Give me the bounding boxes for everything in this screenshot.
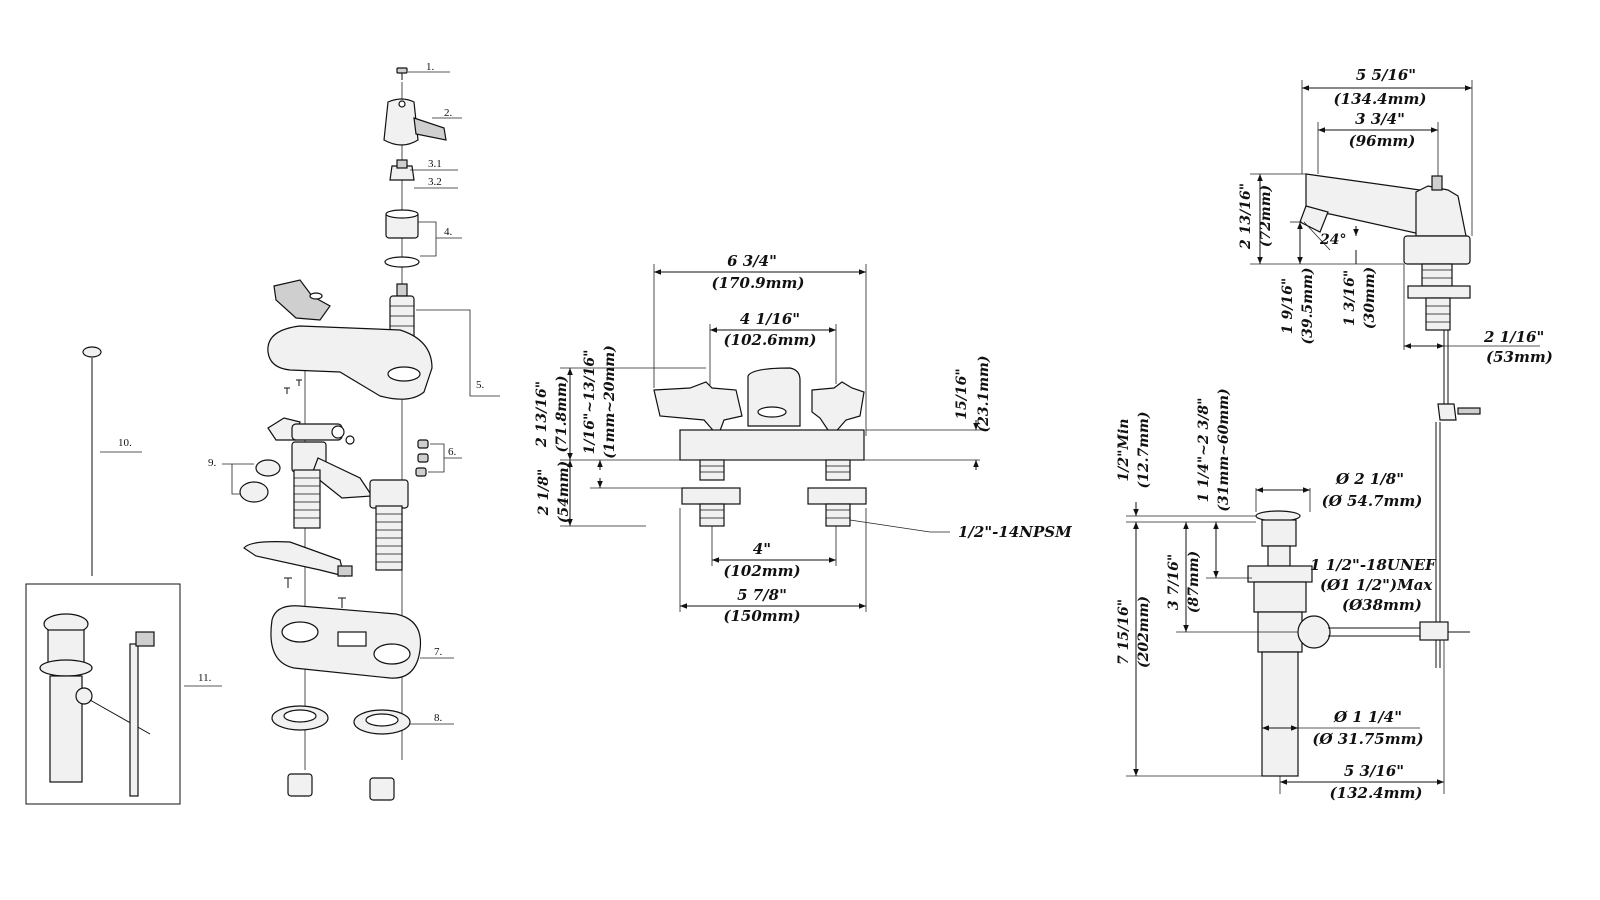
front-centers-in: 4": [753, 540, 771, 558]
drain-total-in: 7 15/16": [1116, 599, 1132, 665]
drain-max-mm: (Ø38mm): [1342, 596, 1422, 614]
front-deck-range-in: 1/16"~13/16": [582, 350, 598, 455]
front-height-in: 2 13/16": [534, 381, 550, 448]
faucet-body: [267, 279, 433, 400]
side-faucet: [1299, 173, 1471, 404]
side-shank-offset-mm: (53mm): [1486, 348, 1553, 366]
drain-thread-label: 1 1/2"-18UNEF: [1310, 556, 1437, 574]
front-base-width-in: 5 7/8": [737, 586, 787, 604]
side-threads: [1422, 269, 1452, 323]
drain-min-mm: (12.7mm): [1136, 412, 1152, 489]
part-number-label: 3.2: [428, 176, 442, 188]
side-height-in: 2 13/16": [1238, 183, 1254, 250]
body-screws: [284, 379, 302, 394]
drain-depth-mm: (87mm): [1186, 551, 1202, 613]
front-shank-length-mm: (54mm): [556, 461, 572, 523]
front-centers-mm: (102mm): [723, 562, 800, 580]
part-number-label: 3.1: [428, 158, 442, 170]
drain-offset-in: 5 3/16": [1344, 762, 1404, 780]
side-base-height-mm: (30mm): [1362, 267, 1378, 329]
front-deck-range-mm: (1mm~20mm): [602, 345, 618, 458]
drain-range-in: 1 1/4"~2 3/8": [1196, 398, 1212, 503]
front-view: 6 3/4" (170.9mm) 4 1/16" (102.6mm) 2 13/…: [534, 252, 1072, 625]
side-spout-reach-in: 3 3/4": [1355, 110, 1405, 128]
side-shank-offset-in: 2 1/16": [1483, 328, 1544, 346]
front-faucet: [653, 367, 867, 527]
coupling-nuts: [287, 773, 395, 801]
part-number-label: 7.: [434, 646, 443, 658]
part-number-label: 1.: [426, 61, 435, 73]
part-number-label: 9.: [208, 457, 217, 469]
drain-dimensions: [1126, 487, 1445, 794]
front-thread-label: 1/2"-14NPSM: [958, 523, 1072, 541]
side-base-height-in: 1 3/16": [1342, 270, 1358, 326]
drain-section: 1/2"Min (12.7mm) 1 1/4"~2 3/8" (31mm~60m…: [1116, 388, 1481, 802]
drain-max-label: (Ø1 1/2")Max: [1320, 576, 1433, 594]
front-spout-height-in: 15/16": [954, 368, 970, 419]
front-handle-spacing-in: 4 1/16": [740, 310, 800, 328]
part-number-label: 6.: [448, 446, 457, 458]
front-width-mm: (170.9mm): [712, 274, 805, 292]
part-2-handle: [383, 98, 447, 146]
drain-tail-dia-mm: (Ø 31.75mm): [1312, 730, 1423, 748]
part-number-label: 4.: [444, 226, 453, 238]
side-angle: 24°: [1319, 232, 1346, 248]
drain-flange-dia-mm: (Ø 54.7mm): [1322, 492, 1423, 510]
drain-flange-dia-in: Ø 2 1/8": [1335, 470, 1404, 488]
front-base-width-mm: (150mm): [723, 607, 800, 625]
drain-min-in: 1/2"Min: [1116, 419, 1132, 482]
drain-depth-in: 3 7/16": [1166, 554, 1182, 610]
left-shank-threads: [294, 477, 320, 519]
side-view: 5 5/16" (134.4mm) 3 3/4" (96mm) 2 13/16"…: [1238, 66, 1553, 404]
part-number-label: 11.: [198, 672, 212, 684]
side-overall-in: 5 5/16": [1356, 66, 1416, 84]
side-height-mm: (72mm): [1258, 185, 1274, 247]
exploded-view: 1. 2. 3.1 3.2 4. 5. 6. 7. 8. 9. 10. 11.: [25, 61, 500, 805]
side-dimensions: [1250, 80, 1540, 350]
part-number-label: 10.: [118, 437, 132, 449]
part-number-label: 5.: [476, 379, 485, 391]
drain-total-mm: (202mm): [1136, 596, 1152, 668]
side-spout-clear-in: 1 9/16": [1280, 278, 1296, 334]
part-number-label: 2.: [444, 107, 453, 119]
front-width-in: 6 3/4": [727, 252, 777, 270]
drain-offset-mm: (132.4mm): [1330, 784, 1423, 802]
right-shank-threads: [376, 513, 402, 563]
side-spout-clear-mm: (39.5mm): [1300, 268, 1316, 345]
part-7-gasket: [270, 605, 422, 679]
side-dimension-labels: 5 5/16" (134.4mm) 3 3/4" (96mm) 2 13/16"…: [1238, 66, 1553, 366]
front-shank-length-in: 2 1/8": [536, 469, 552, 517]
part-11-drain: [25, 583, 181, 805]
part-6-nuts: [415, 439, 429, 477]
drain-dimension-labels: 1/2"Min (12.7mm) 1 1/4"~2 3/8" (31mm~60m…: [1116, 388, 1437, 802]
valve-body: [267, 417, 409, 571]
part-1-screw: [396, 67, 408, 80]
part-callouts: 1. 2. 3.1 3.2 4. 5. 6. 7. 8. 9. 10. 11.: [100, 61, 500, 725]
pop-up-lever: [243, 541, 353, 608]
part-4-nut: [384, 209, 420, 268]
side-overall-mm: (134.4mm): [1334, 90, 1427, 108]
front-height-mm: (71.8mm): [554, 376, 570, 453]
part-10-lift-rod: [82, 346, 102, 576]
part-number-label: 8.: [434, 712, 443, 724]
part-8-mounting-nuts: [271, 705, 411, 735]
drain-tail-dia-in: Ø 1 1/4": [1333, 708, 1402, 726]
front-spout-height-mm: (23.1mm): [976, 356, 992, 433]
part-3-adapter: [389, 159, 415, 181]
drain-range-mm: (31mm~60mm): [1216, 388, 1232, 511]
part-5-cartridge: [389, 283, 415, 341]
front-dimensions: [560, 264, 986, 612]
front-dimension-labels: 6 3/4" (170.9mm) 4 1/16" (102.6mm) 2 13/…: [534, 252, 1072, 625]
front-threads: [700, 465, 850, 519]
side-spout-reach-mm: (96mm): [1349, 132, 1416, 150]
part-9-aerator: [239, 459, 281, 503]
front-handle-spacing-mm: (102.6mm): [724, 331, 817, 349]
